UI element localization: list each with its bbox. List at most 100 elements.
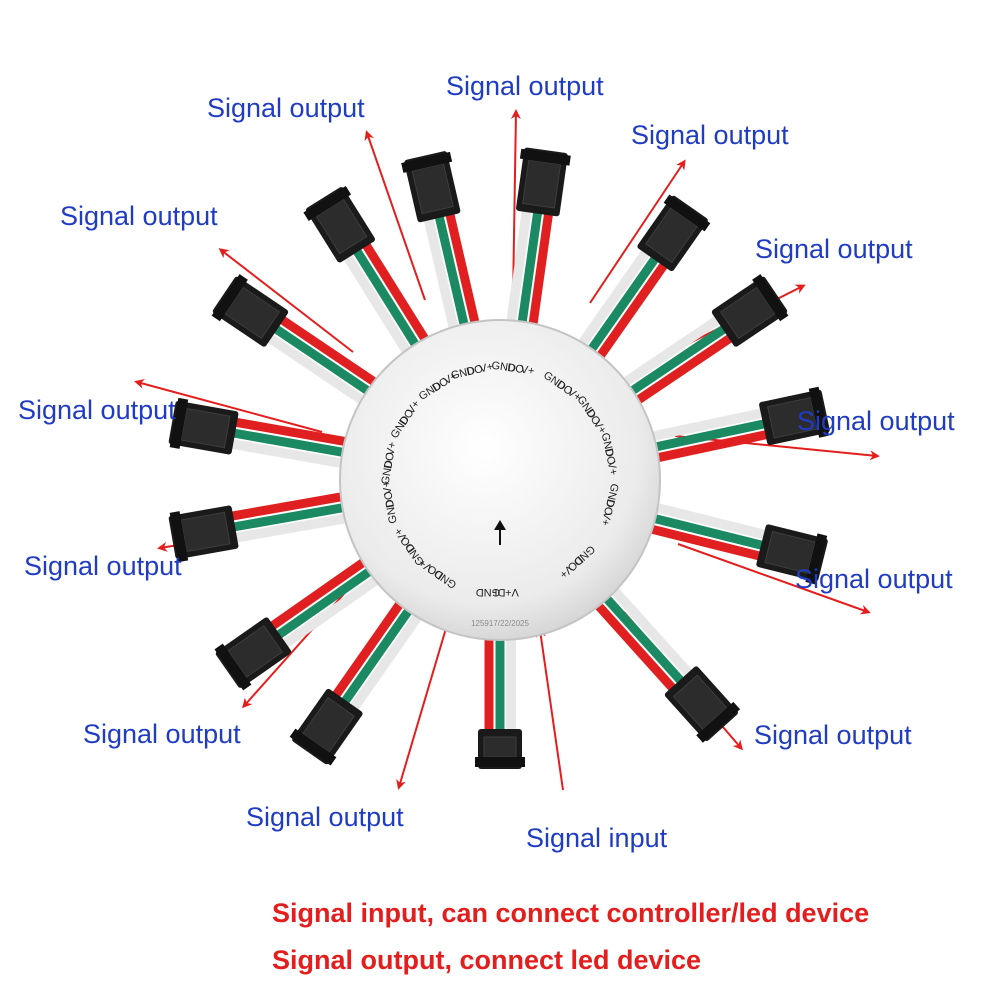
output-connector bbox=[168, 397, 371, 472]
signal-input-label: Signal input bbox=[526, 823, 668, 853]
connector-housing bbox=[303, 186, 375, 263]
signal-output-arrow bbox=[396, 624, 448, 790]
signal-output-label: Signal output bbox=[797, 406, 955, 436]
signal-output-arrow bbox=[589, 159, 686, 304]
pin-label: DO bbox=[601, 498, 617, 517]
connector-housing bbox=[756, 524, 828, 585]
hub-board bbox=[339, 319, 661, 641]
wire-outline bbox=[503, 205, 533, 343]
wire bbox=[628, 407, 772, 446]
signal-output-arrow bbox=[677, 543, 871, 615]
signal-output-label: Signal output bbox=[246, 802, 404, 832]
signal-output-label: Signal output bbox=[207, 93, 365, 123]
wire-outline bbox=[263, 331, 383, 417]
wire bbox=[632, 498, 774, 541]
wire-outline bbox=[340, 249, 422, 372]
signal-output-label: Signal output bbox=[18, 395, 176, 425]
connector-housing bbox=[711, 274, 789, 347]
wire bbox=[222, 488, 367, 522]
signal-output-label: Signal output bbox=[755, 234, 913, 264]
pin-label: V+ bbox=[598, 511, 613, 527]
connector-housing bbox=[759, 386, 830, 446]
connector-housing bbox=[401, 151, 461, 223]
signal-output-label: Signal output bbox=[446, 71, 604, 101]
signal-output-label: Signal output bbox=[83, 719, 241, 749]
wire bbox=[603, 312, 727, 399]
board-marking: 125917/22/2025 bbox=[471, 619, 529, 628]
wire bbox=[626, 519, 769, 562]
pin-label: V+ bbox=[505, 586, 519, 598]
pin-label: V+ bbox=[385, 441, 399, 457]
output-connector bbox=[211, 274, 397, 417]
signal-output-label: Signal output bbox=[60, 201, 218, 231]
signal-output-label: Signal output bbox=[631, 120, 789, 150]
wire bbox=[596, 570, 697, 682]
pin-label: GND bbox=[599, 432, 616, 458]
signal-output-arrow bbox=[134, 378, 323, 433]
signal-output-label: Signal output bbox=[754, 720, 912, 750]
pin-label: V+ bbox=[520, 364, 535, 378]
output-connector bbox=[168, 488, 371, 563]
connector-housing bbox=[168, 397, 239, 455]
wire-outline bbox=[230, 509, 367, 544]
signal-output-label: Signal output bbox=[795, 564, 953, 594]
connector-housing bbox=[664, 666, 741, 743]
output-connector bbox=[579, 570, 741, 743]
wire-outline bbox=[605, 312, 725, 398]
pin-label: GND bbox=[384, 498, 400, 524]
wire bbox=[359, 236, 441, 362]
wire bbox=[503, 201, 532, 347]
direction-arrow-icon bbox=[494, 520, 506, 545]
wire bbox=[276, 563, 398, 652]
pin-label: V+ bbox=[605, 460, 620, 476]
pin-label: GND bbox=[476, 586, 501, 598]
wire bbox=[583, 256, 672, 378]
pin-label: DO bbox=[602, 447, 617, 466]
pin-label: DO bbox=[382, 490, 397, 509]
wire bbox=[261, 330, 384, 417]
wire-outline bbox=[596, 571, 696, 681]
wire-outline bbox=[347, 596, 434, 715]
signal-output-arrow bbox=[510, 109, 521, 299]
wire bbox=[565, 243, 654, 366]
output-connector bbox=[565, 194, 711, 378]
wire bbox=[444, 205, 485, 348]
signal-output-arrow bbox=[218, 248, 354, 353]
connector-housing bbox=[516, 147, 571, 217]
wire-outline bbox=[278, 564, 397, 651]
wire bbox=[616, 330, 739, 417]
connector-housing bbox=[289, 688, 363, 766]
wire bbox=[328, 582, 417, 704]
pin-label: DO bbox=[507, 362, 525, 376]
wire-outline bbox=[566, 245, 653, 364]
connector-housing bbox=[168, 505, 239, 563]
connector-housing bbox=[475, 729, 525, 769]
wire-outline bbox=[226, 438, 364, 472]
output-connector bbox=[289, 582, 435, 766]
wire-outline bbox=[631, 407, 768, 446]
wire bbox=[222, 438, 367, 472]
wire-outline bbox=[635, 497, 771, 541]
signal-output-label: Signal output bbox=[24, 551, 182, 581]
wire bbox=[346, 594, 435, 717]
signal-input-arrow bbox=[536, 627, 564, 791]
pin-label: GND bbox=[603, 482, 621, 509]
connector-housing bbox=[214, 617, 292, 691]
wire bbox=[263, 545, 386, 634]
pin-label: GND bbox=[491, 360, 517, 375]
wire bbox=[226, 416, 371, 450]
wire bbox=[340, 248, 423, 374]
wire bbox=[226, 510, 371, 544]
pin-label: DO bbox=[382, 451, 397, 470]
note-signal-input: Signal input, can connect controller/led… bbox=[272, 898, 870, 928]
pin-label: DI bbox=[495, 586, 506, 598]
output-connector bbox=[628, 386, 830, 467]
